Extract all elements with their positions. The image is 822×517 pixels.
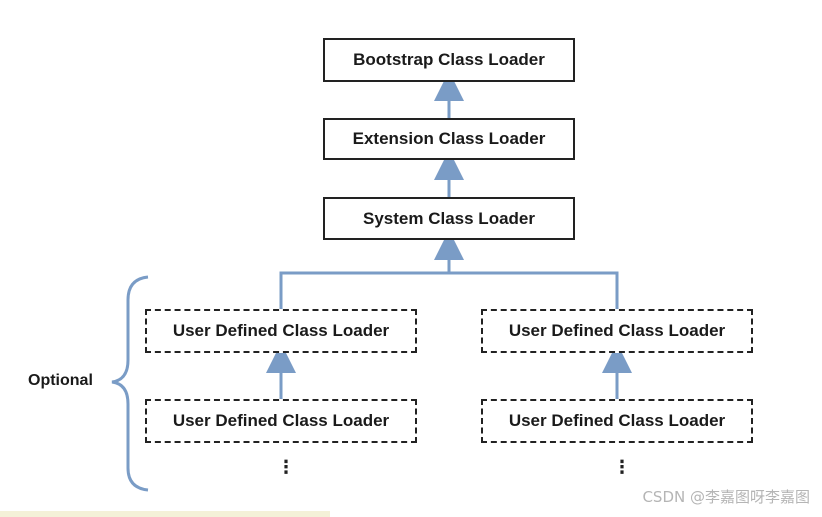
branch-connector bbox=[279, 271, 619, 309]
optional-label: Optional bbox=[28, 372, 93, 389]
watermark: CSDN @李嘉图呀李嘉图 bbox=[642, 488, 810, 506]
user-defined-label: User Defined Class Loader bbox=[508, 321, 726, 340]
user-defined-left-bottom-box: User Defined Class Loader bbox=[145, 399, 417, 443]
user-defined-left-top-box: User Defined Class Loader bbox=[145, 309, 417, 353]
bootstrap-class-loader-box: Bootstrap Class Loader bbox=[323, 38, 575, 82]
extension-class-loader-box: Extension Class Loader bbox=[323, 118, 575, 160]
bottom-highlight-strip bbox=[0, 511, 330, 517]
ellipsis-left: ⋮ bbox=[277, 457, 295, 477]
bootstrap-label: Bootstrap Class Loader bbox=[353, 50, 545, 69]
extension-label: Extension Class Loader bbox=[352, 129, 546, 148]
user-defined-label: User Defined Class Loader bbox=[172, 321, 390, 340]
user-defined-label: User Defined Class Loader bbox=[508, 411, 726, 430]
system-class-loader-box: System Class Loader bbox=[323, 197, 575, 240]
system-label: System Class Loader bbox=[363, 208, 535, 228]
optional-brace bbox=[111, 275, 149, 492]
ellipsis-right: ⋮ bbox=[613, 457, 631, 477]
user-defined-right-top-box: User Defined Class Loader bbox=[481, 309, 753, 353]
user-defined-right-bottom-box: User Defined Class Loader bbox=[481, 399, 753, 443]
user-defined-label: User Defined Class Loader bbox=[172, 411, 390, 430]
